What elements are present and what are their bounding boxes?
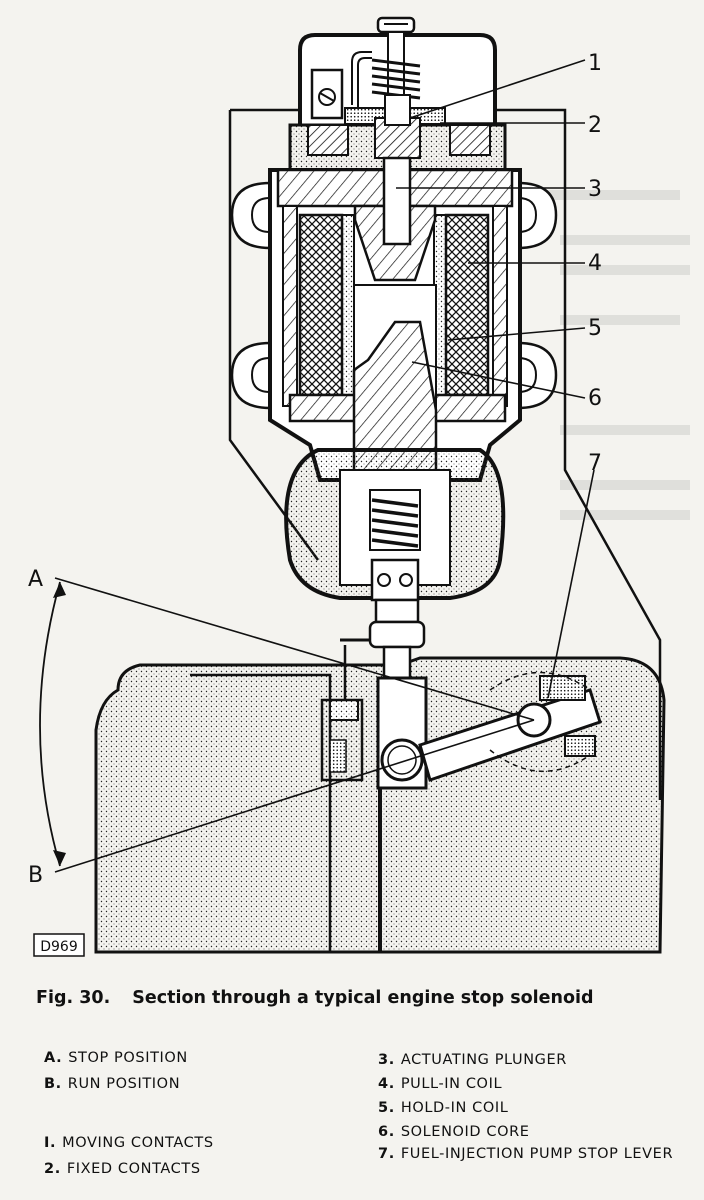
stop-lever [376,671,602,790]
callout-1: 1 [588,51,602,76]
legend-right: 3.ACTUATING PLUNGER 4.PULL-IN COIL 5.HOL… [378,1052,688,1192]
angle-label-a: A [28,567,43,592]
angle-label-b: B [28,863,43,888]
legend-item-b: B.RUN POSITION [44,1076,181,1092]
callout-6: 6 [588,386,602,411]
callout-4: 4 [588,251,602,276]
callout-3: 3 [588,177,602,202]
mounting-ears [230,181,558,410]
figure-code: D969 [40,939,78,955]
figure-code-box [33,933,85,957]
terminal-cap [298,16,497,125]
figure-caption: Fig. 30. Section through a typical engine… [36,988,594,1008]
angle-arc [39,581,61,867]
legend-item-7: 7.FUEL-INJECTION PUMP STOP LEVER [378,1146,674,1162]
callout-7: 7 [588,451,602,476]
legend-item-5: 5.HOLD-IN COIL [378,1100,509,1116]
solenoid-section-diagram: 1 2 3 4 5 6 7 A B D969 [28,16,690,957]
figure-number: Fig. 30. [36,988,111,1008]
legend-item-1: I.MOVING CONTACTS [44,1135,214,1151]
legend-item-2: 2.FIXED CONTACTS [44,1161,201,1177]
figure-title: Section through a typical engine stop so… [132,988,594,1008]
legend-item-3: 3.ACTUATING PLUNGER [378,1052,567,1068]
solenoid-housing [268,156,522,482]
rubber-boot [284,448,506,684]
legend-left: A.STOP POSITION B.RUN POSITION I.MOVING … [44,1050,344,1190]
legend-item-a: A.STOP POSITION [44,1050,188,1066]
callout-leaders [396,59,595,699]
legend-item-4: 4.PULL-IN COIL [378,1076,503,1092]
legend-item-6: 6.SOLENOID CORE [378,1124,530,1140]
contact-block [288,94,507,172]
callout-5: 5 [588,316,602,341]
position-angle-lines [39,577,535,873]
callout-2: 2 [588,113,602,138]
